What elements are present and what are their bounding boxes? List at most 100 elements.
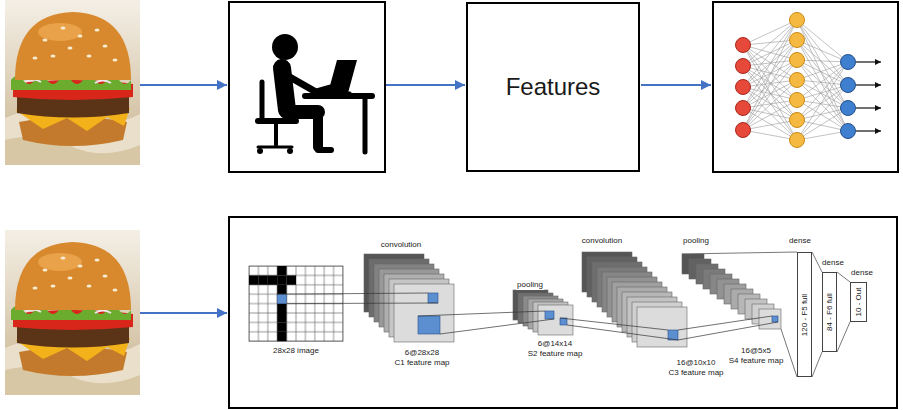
output-arrow: [856, 61, 881, 62]
layer-caption: convolution: [581, 236, 623, 246]
neuron: [790, 33, 805, 48]
projection-line: [277, 293, 778, 340]
person-box: [229, 2, 385, 172]
network-box: [713, 2, 898, 172]
layer-caption: 16@5x5: [740, 346, 772, 356]
person-icon: [257, 34, 372, 154]
layer-connection: [837, 272, 850, 352]
neuron: [790, 113, 805, 128]
neuron: [841, 78, 856, 93]
neuron: [790, 133, 805, 148]
neuron: [790, 73, 805, 88]
neuron-layer: [790, 13, 805, 148]
input-image-grid: [277, 285, 286, 294]
flow-arrow: [140, 312, 227, 314]
dense-layer: 84 - F6 full: [822, 272, 837, 352]
network-wire: [797, 20, 848, 131]
network-wire: [743, 66, 797, 80]
network-wire: [743, 60, 797, 108]
feature-map-stack: [513, 290, 573, 335]
projection-line: [287, 303, 438, 305]
network-wire: [743, 130, 797, 140]
input-image-grid: [277, 313, 286, 322]
layer-caption: dense: [850, 268, 874, 278]
layer-caption: 16@10x10: [676, 358, 717, 368]
output-arrow: [856, 130, 881, 131]
neuron: [790, 53, 805, 68]
node-text-group: Features: [506, 73, 601, 101]
output-arrow: [856, 107, 881, 108]
receptive-field: [428, 293, 438, 303]
projection-line: [678, 316, 772, 330]
flow-arrow: [140, 84, 227, 86]
neuron-layer: [736, 38, 751, 138]
network-wire: [743, 80, 797, 130]
network-wire: [743, 40, 797, 108]
neuron: [790, 13, 805, 28]
layer-caption: 28x28 image: [272, 346, 320, 356]
network-wire: [743, 45, 797, 120]
cnn-panel: [229, 217, 897, 408]
input-image-grid: [277, 332, 286, 341]
node-label: 120 - F5 full: [800, 293, 809, 335]
neuron-layer: [841, 55, 856, 139]
network-wire: [743, 80, 797, 108]
input-image-grid: [249, 275, 258, 284]
network-wire: [743, 20, 797, 45]
feature-map: [759, 309, 781, 329]
neuron: [841, 124, 856, 139]
layer-caption: convolution: [380, 240, 422, 250]
feature-map-stack: [364, 254, 454, 342]
person-icon: [258, 146, 292, 149]
person-icon: [322, 92, 350, 95]
layer-caption: 6@14x14: [537, 339, 573, 349]
input-image-grid: [277, 266, 286, 275]
network-wire: [743, 120, 797, 130]
feature-map-stack: [582, 252, 687, 347]
layer-caption: dense: [821, 258, 845, 268]
flow-arrow: [641, 84, 711, 86]
feature-map-stack: [364, 252, 781, 347]
node-text-group: 84 - F6 full: [825, 293, 834, 331]
person-icon: [272, 34, 298, 60]
network-box: [713, 2, 898, 172]
layer-caption: C3 feature map: [667, 368, 724, 378]
network-wire: [797, 80, 848, 131]
network-wire: [743, 60, 797, 130]
network-wire: [743, 100, 797, 108]
layer-caption: pooling: [682, 236, 710, 246]
network-wire: [743, 60, 797, 66]
process-box: Features: [466, 2, 640, 172]
layer-caption: S2 feature map: [527, 349, 584, 359]
layer-connection: [812, 252, 822, 377]
layer-caption: C1 feature map: [393, 358, 450, 368]
network-wire: [743, 40, 797, 130]
node-label: Features: [506, 73, 601, 101]
neuron: [736, 80, 751, 95]
receptive-field: [418, 316, 440, 334]
layer-caption: dense: [788, 236, 812, 246]
funnel-line: [781, 329, 797, 377]
projection-line: [418, 311, 545, 316]
receptive-field: [772, 316, 778, 322]
burger-photo: [5, 0, 140, 165]
person-icon: [274, 121, 278, 145]
flow-arrow: [386, 84, 465, 86]
burger-photo: [5, 230, 140, 395]
layer-caption: 6@28x28: [404, 348, 440, 358]
network-wire: [743, 40, 797, 45]
neural-network-icon: [736, 13, 882, 148]
node-label: 84 - F6 full: [825, 293, 834, 331]
person-icon: [257, 148, 263, 154]
network-wire: [797, 62, 848, 120]
neuron: [841, 101, 856, 116]
input-image-grid: [277, 275, 286, 284]
receptive-field: [277, 293, 778, 340]
neuron: [736, 59, 751, 74]
feature-map: [637, 307, 687, 347]
network-wire: [743, 108, 797, 140]
person-icon: [363, 96, 368, 152]
person-icon: [318, 147, 331, 153]
projection-line: [560, 318, 668, 330]
